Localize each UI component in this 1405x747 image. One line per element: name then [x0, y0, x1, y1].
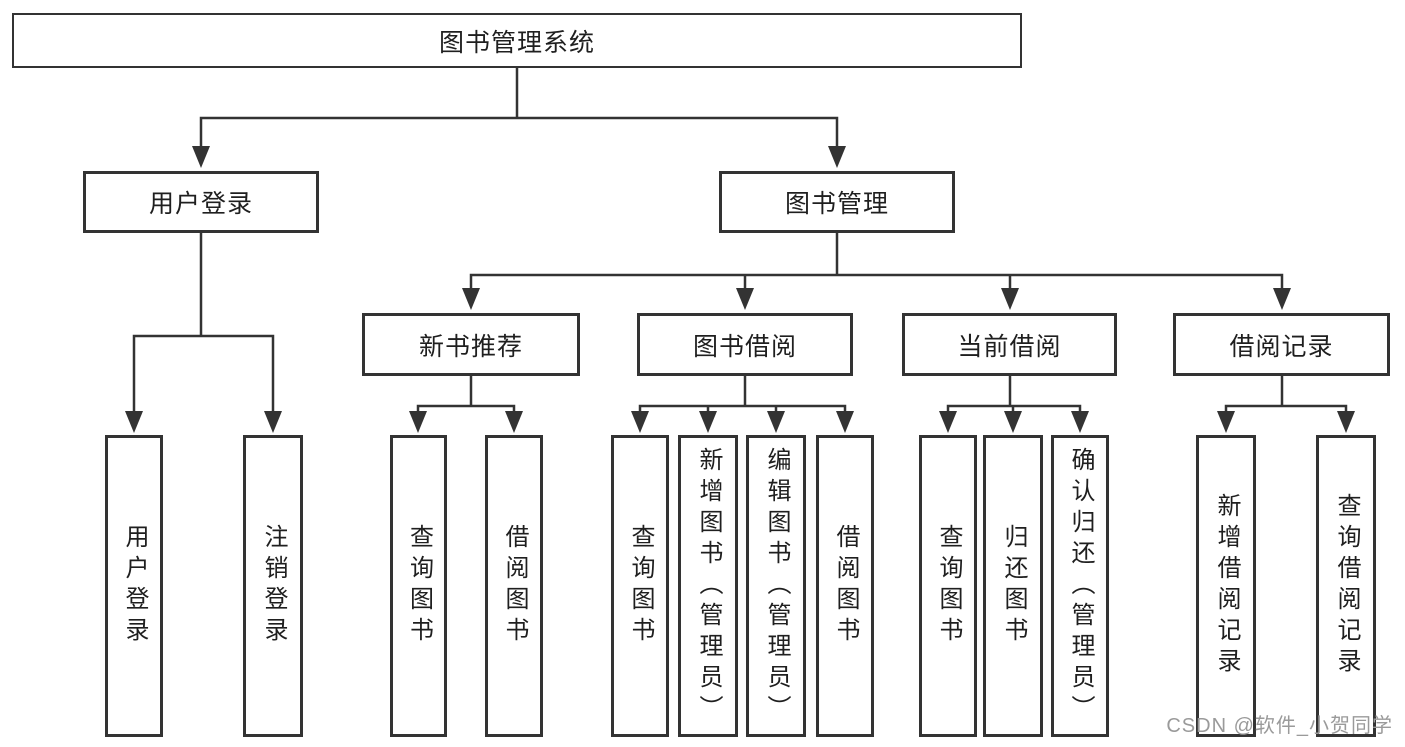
leaf-query-books-recommend: 查询图书	[390, 435, 447, 737]
leaf-borrow-books: 借阅图书	[816, 435, 874, 737]
leaf-label: 注销登录	[260, 524, 287, 648]
arrowhead	[1273, 288, 1291, 310]
node-current-borrowing: 当前借阅	[902, 313, 1117, 376]
leaf-logout: 注销登录	[243, 435, 303, 737]
leaf-label: 用户登录	[121, 524, 148, 648]
leaf-label: 借阅图书	[501, 524, 528, 648]
arrowhead	[767, 411, 785, 433]
node-label: 图书管理系统	[438, 28, 595, 57]
leaf-label: 确认归还（管理员）	[1067, 446, 1094, 726]
leaf-user-login: 用户登录	[105, 435, 163, 737]
node-label: 当前借阅	[957, 332, 1062, 361]
leaf-query-books-current: 查询图书	[919, 435, 977, 737]
leaf-label: 新增借阅记录	[1213, 493, 1240, 679]
leaf-add-borrow-record: 新增借阅记录	[1196, 435, 1256, 737]
arrowhead	[192, 146, 210, 168]
leaf-query-books-borrow: 查询图书	[611, 435, 669, 737]
arrowhead	[736, 288, 754, 310]
node-label: 新书推荐	[418, 332, 523, 361]
node-book-management: 图书管理	[719, 171, 955, 233]
leaf-edit-book-admin: 编辑图书（管理员）	[746, 435, 806, 737]
node-label: 用户登录	[148, 190, 253, 218]
node-borrowing-records: 借阅记录	[1173, 313, 1390, 376]
arrowheads	[125, 146, 1355, 433]
node-label: 借阅记录	[1229, 332, 1334, 361]
leaf-label: 查询图书	[935, 524, 962, 648]
leaf-return-book: 归还图书	[983, 435, 1043, 737]
leaf-label: 新增图书（管理员）	[695, 446, 722, 726]
arrowhead	[1071, 411, 1089, 433]
leaf-label: 借阅图书	[832, 524, 859, 648]
arrowhead	[462, 288, 480, 310]
arrowhead	[1004, 411, 1022, 433]
arrowhead	[125, 411, 143, 433]
node-library-management-system: 图书管理系统	[12, 13, 1022, 68]
arrowhead	[828, 146, 846, 168]
connector-path	[132, 68, 1348, 413]
arrowhead	[1337, 411, 1355, 433]
arrowhead	[699, 411, 717, 433]
arrowhead	[939, 411, 957, 433]
leaf-query-borrow-record: 查询借阅记录	[1316, 435, 1376, 737]
leaf-add-book-admin: 新增图书（管理员）	[678, 435, 738, 737]
node-label: 图书借阅	[692, 332, 797, 361]
arrowhead	[1217, 411, 1235, 433]
arrowhead	[1001, 288, 1019, 310]
node-label: 图书管理	[784, 190, 889, 218]
leaf-borrow-books-recommend: 借阅图书	[485, 435, 543, 737]
node-book-borrowing: 图书借阅	[637, 313, 853, 376]
node-new-book-recommendation: 新书推荐	[362, 313, 580, 376]
arrowhead	[505, 411, 523, 433]
csdn-watermark: CSDN @软件_小贺同学	[1166, 715, 1393, 737]
leaf-label: 查询借阅记录	[1333, 493, 1360, 679]
leaf-confirm-return-admin: 确认归还（管理员）	[1051, 435, 1109, 737]
leaf-label: 查询图书	[627, 524, 654, 648]
arrowhead	[836, 411, 854, 433]
leaf-label: 查询图书	[405, 524, 433, 648]
node-user-login: 用户登录	[83, 171, 319, 233]
arrowhead	[264, 411, 282, 433]
arrowhead	[631, 411, 649, 433]
arrowhead	[409, 411, 427, 433]
leaf-label: 编辑图书（管理员）	[763, 446, 790, 726]
leaf-label: 归还图书	[1000, 524, 1027, 648]
